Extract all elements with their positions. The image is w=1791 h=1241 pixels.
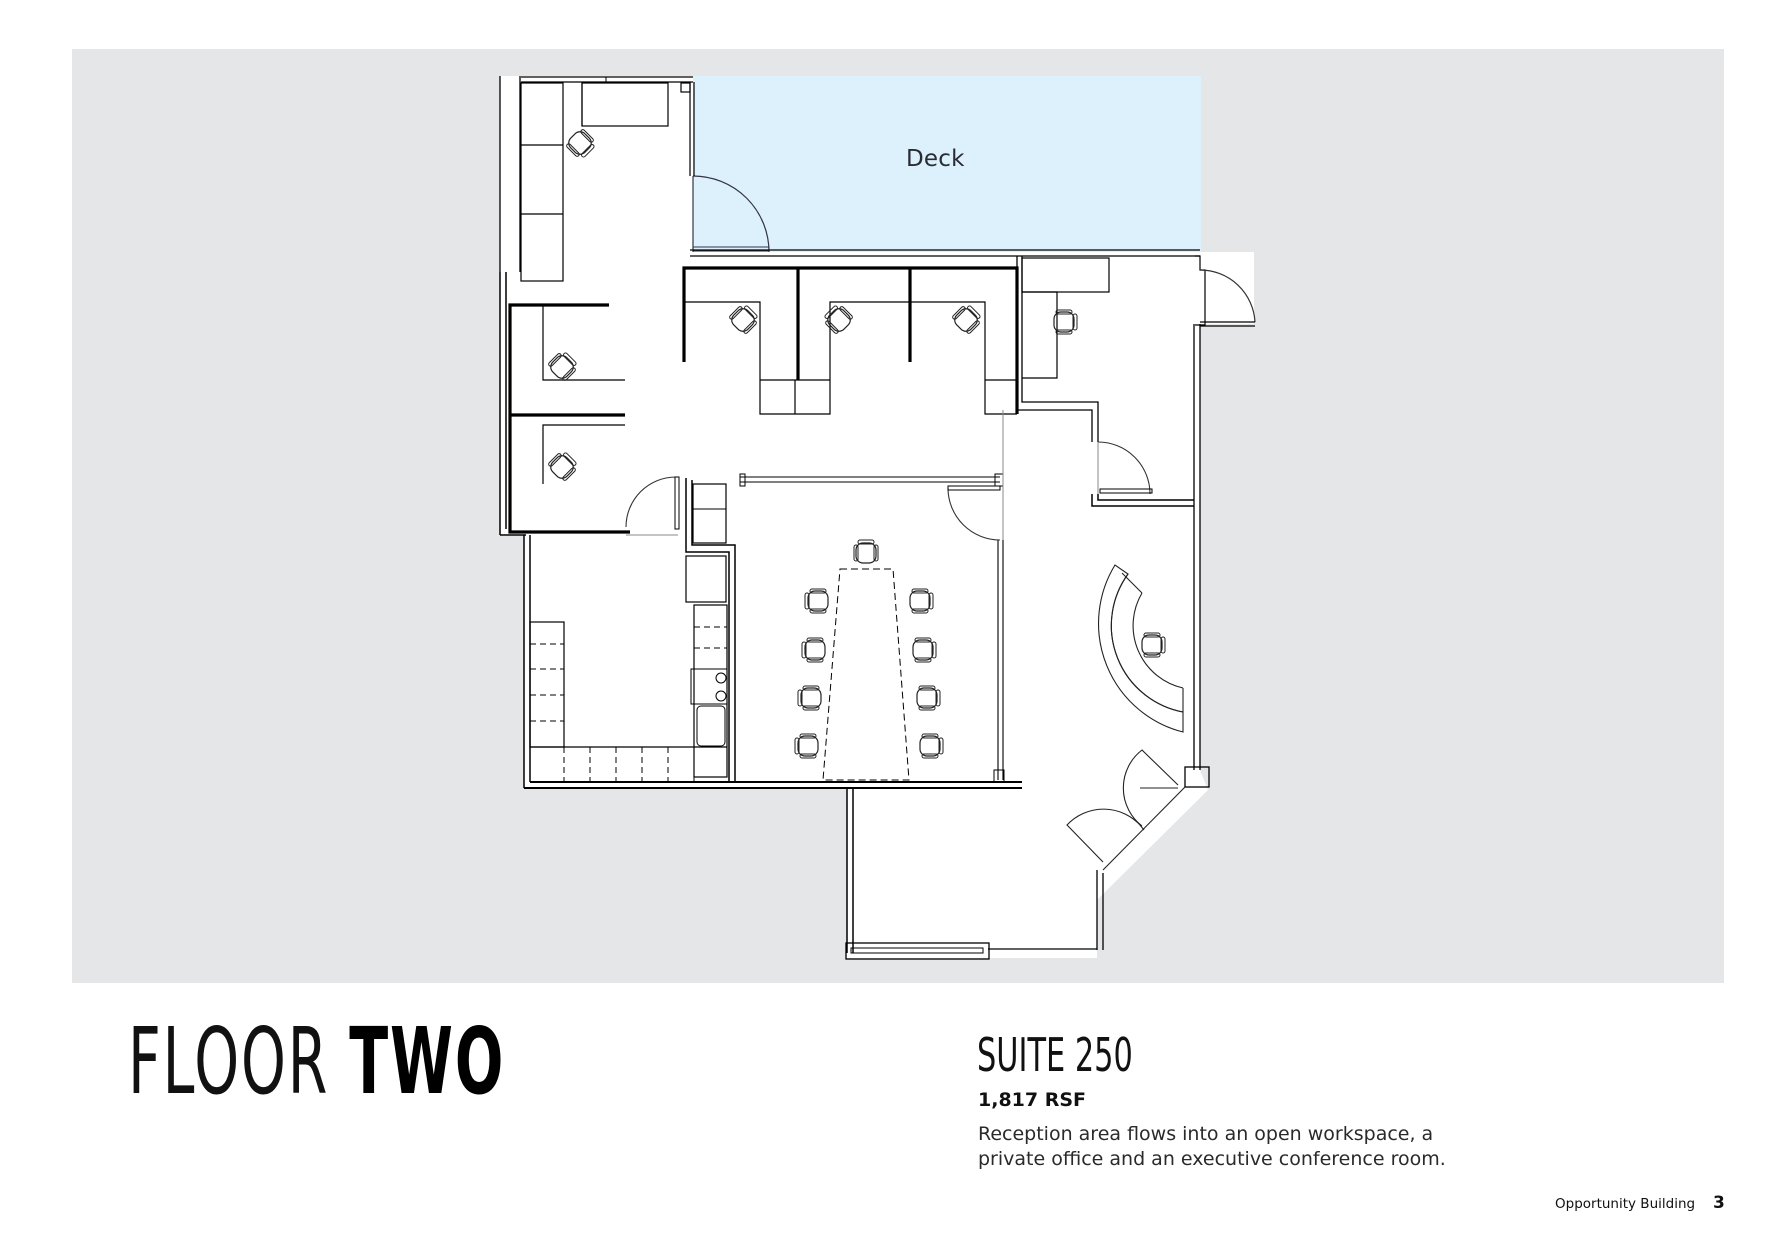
suite-description: Reception area flows into an open worksp…: [978, 1123, 1446, 1170]
left-cubicles: [508, 303, 630, 534]
footer-document-name: Opportunity Building: [1555, 1196, 1696, 1212]
deck-label: Deck: [906, 146, 965, 172]
reception-entry-doors: [1066, 749, 1186, 871]
footer-page-number: 3: [1713, 1193, 1725, 1213]
private-office: [1016, 256, 1194, 507]
conference-room: [739, 410, 1005, 783]
suite-area: 1,817 RSF: [978, 1089, 1087, 1111]
floor-heading: FLOOR TWO: [128, 1016, 505, 1108]
reception-desk: [1097, 564, 1184, 733]
floor-heading-number: TWO: [349, 1008, 506, 1115]
suite-title: SUITE 250: [977, 1028, 1133, 1082]
floor-heading-word: FLOOR: [128, 1008, 330, 1115]
top-left-office-furniture: [520, 82, 669, 282]
exterior-walls: [499, 76, 1210, 960]
kitchen-area: [529, 476, 736, 782]
deck-area: [693, 76, 1201, 252]
exterior-door-top-right: [1195, 255, 1256, 327]
